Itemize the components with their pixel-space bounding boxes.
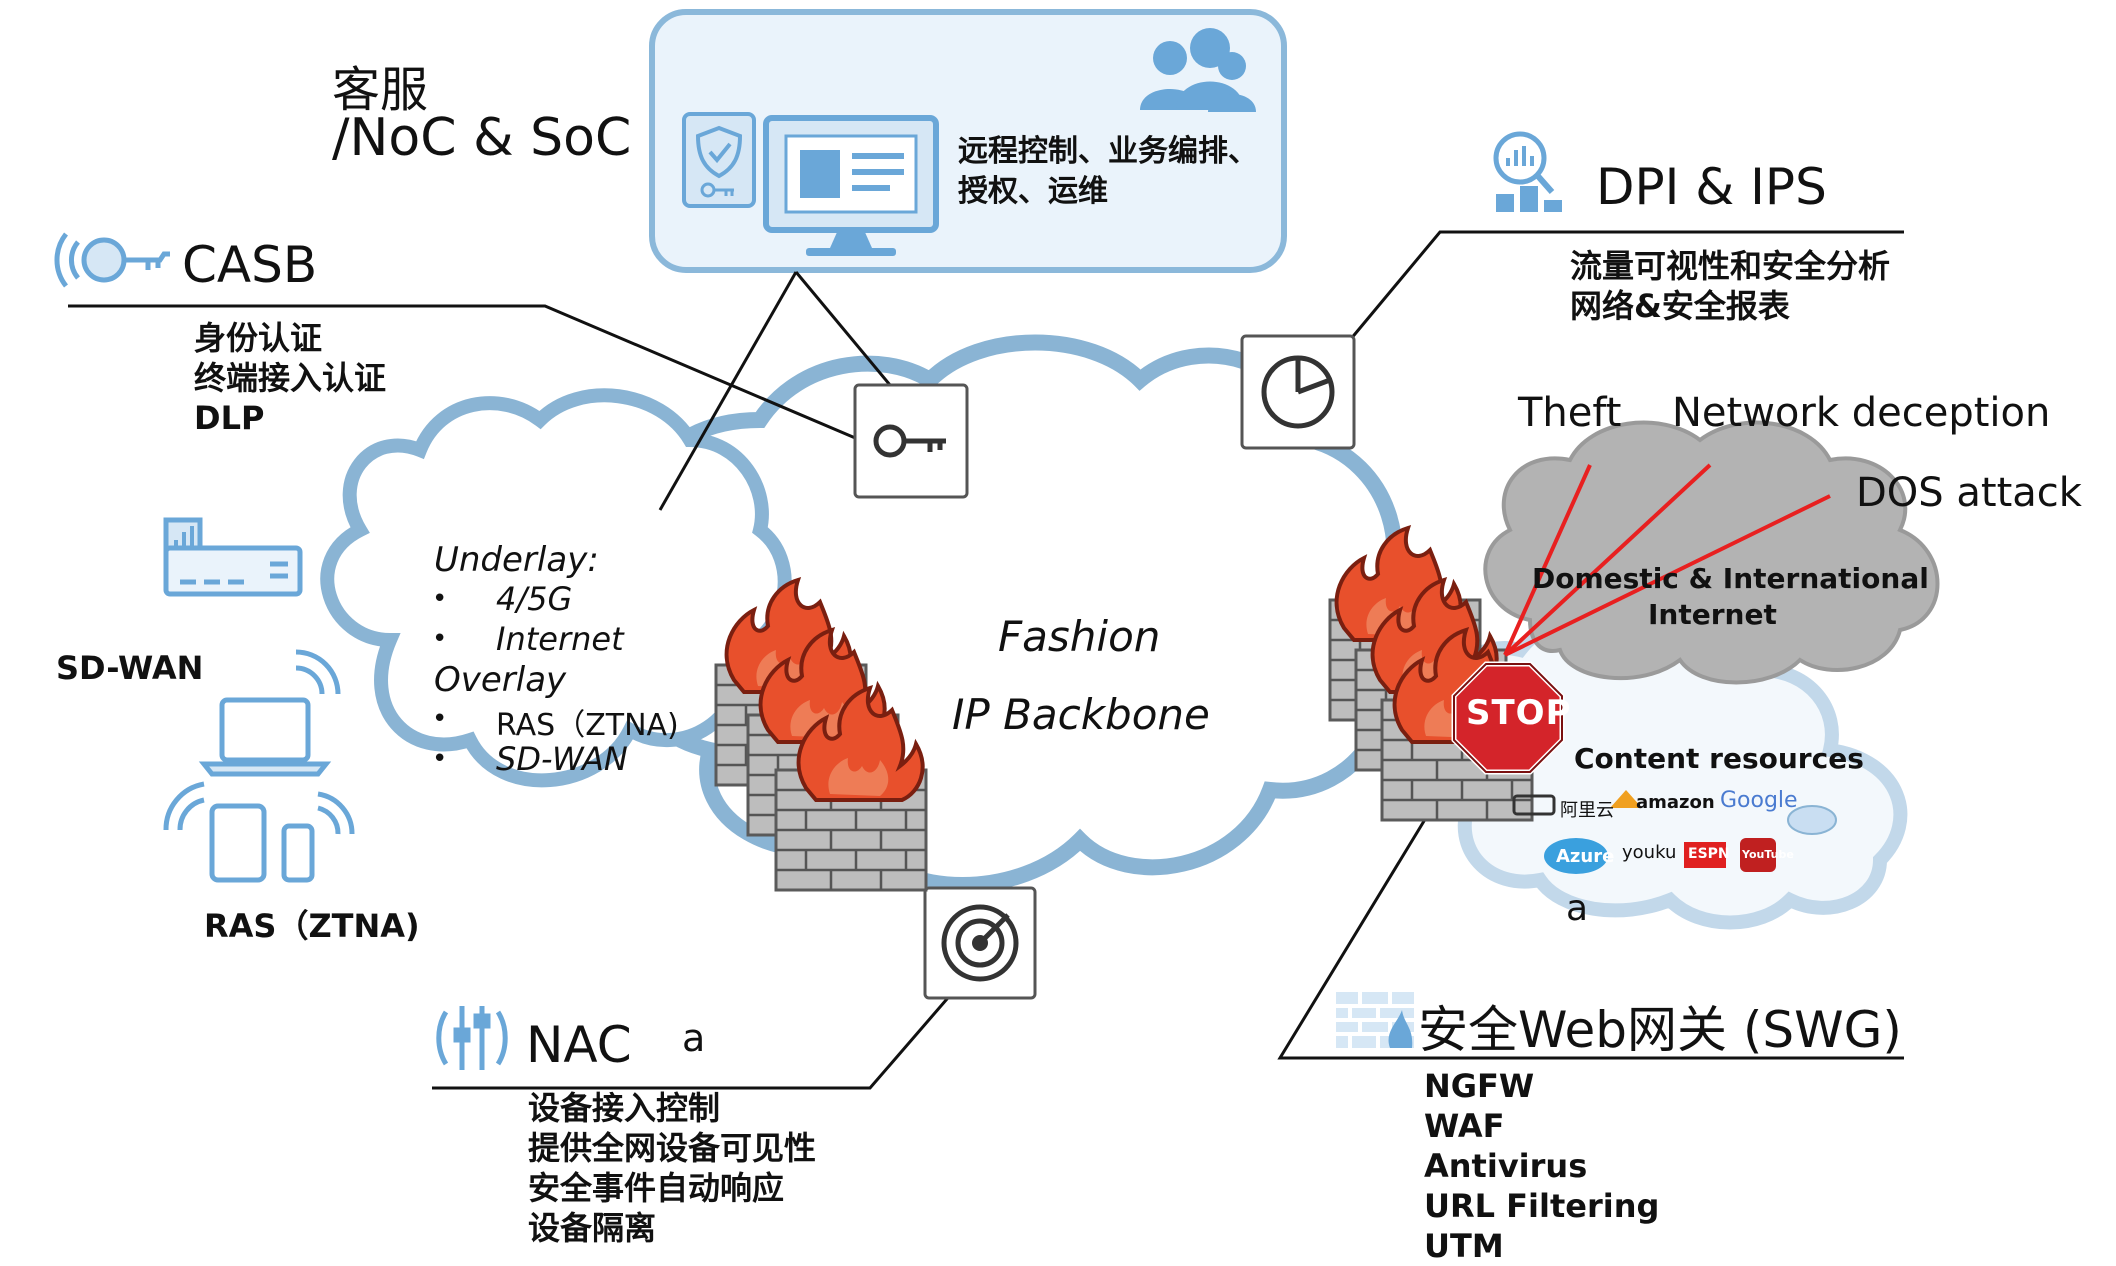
casb-item: DLP	[194, 399, 265, 437]
overlay-title: Overlay	[434, 660, 567, 700]
ras-label: RAS（ZTNA)	[204, 907, 420, 945]
noc-desc-line1: 远程控制、业务编排、	[958, 134, 1258, 169]
noc-title-line1: 客服	[332, 62, 429, 118]
logo-google: Google	[1720, 788, 1798, 813]
threat-theft: Theft	[1518, 390, 1622, 436]
nac-item: 设备接入控制	[528, 1089, 721, 1127]
underlay-title: Underlay:	[434, 540, 599, 580]
content-title: Content resources	[1574, 742, 1864, 775]
swg-firewall-icon	[1336, 992, 1414, 1048]
internet-line2: Internet	[1648, 598, 1777, 631]
nac-sliders-icon	[436, 1006, 508, 1070]
stop-text: STOP	[1466, 693, 1572, 733]
logo-youtube: YouTube	[1742, 848, 1794, 861]
logo-azure: Azure	[1556, 846, 1615, 867]
overlay-item: RAS（ZTNA)	[496, 708, 679, 743]
laptop-icon	[198, 649, 341, 777]
overlay-item: SD-WAN	[496, 740, 628, 778]
logo-youku: youku	[1622, 842, 1677, 863]
swg-item: UTM	[1424, 1227, 1504, 1265]
swg-items: NGFW WAF Antivirus URL Filtering UTM	[1424, 1066, 1659, 1266]
people-icon	[1140, 28, 1256, 112]
magnifier-chart-icon	[1493, 131, 1562, 212]
noc-desc-line2: 授权、运维	[958, 174, 1108, 209]
casb-item: 身份认证	[194, 319, 323, 357]
underlay-item: Internet	[496, 620, 624, 658]
phone-icon	[281, 791, 355, 883]
swg-item: WAF	[1424, 1107, 1505, 1145]
logo-amazon: amazon	[1636, 792, 1715, 813]
dpi-item: 流量可视性和安全分析	[1570, 247, 1891, 285]
radar-icon	[923, 886, 1037, 1000]
stop-sign	[1451, 661, 1565, 775]
swg-item: NGFW	[1424, 1067, 1535, 1105]
bullet: •	[432, 624, 448, 654]
casb-items: 身份认证 终端接入认证 DLP	[194, 318, 386, 438]
key-icon	[853, 383, 969, 499]
nac-title: NAC	[526, 1016, 632, 1074]
nac-item: 安全事件自动响应	[528, 1169, 785, 1207]
threat-lines	[1503, 463, 1831, 657]
content-logos	[1512, 790, 1837, 874]
backbone-line2: IP Backbone	[952, 690, 1210, 739]
noc-title-line2: /NoC & SoC	[332, 108, 632, 168]
monitor-icon	[763, 115, 939, 256]
content-a-label: a	[1566, 888, 1589, 929]
bullet: •	[432, 744, 448, 774]
tablet-icon	[163, 781, 267, 883]
dpi-item: 网络&安全报表	[1570, 287, 1790, 325]
nac-item: 设备隔离	[528, 1209, 657, 1247]
nac-a-label: a	[682, 1016, 706, 1060]
pie-chart-icon	[1240, 334, 1356, 450]
dpi-items: 流量可视性和安全分析 网络&安全报表	[1570, 246, 1890, 326]
threat-dos: DOS attack	[1856, 470, 2082, 516]
shield-key-icon	[682, 112, 756, 208]
backbone-line1: Fashion	[998, 612, 1161, 661]
key-fob-icon	[54, 232, 170, 288]
nac-item: 提供全网设备可见性	[528, 1129, 817, 1167]
logo-aliyun: 阿里云	[1560, 800, 1614, 821]
casb-title: CASB	[182, 236, 318, 294]
swg-item: URL Filtering	[1424, 1187, 1660, 1225]
bullet: •	[432, 704, 448, 734]
internet-line1: Domestic & International	[1532, 562, 1929, 595]
nac-items: 设备接入控制 提供全网设备可见性 安全事件自动响应 设备隔离	[528, 1088, 816, 1248]
swg-item: Antivirus	[1424, 1147, 1588, 1185]
router-icon	[163, 517, 303, 597]
logo-espn: ESPN	[1688, 846, 1730, 862]
dpi-title: DPI & IPS	[1596, 158, 1827, 216]
bullet: •	[432, 584, 448, 614]
sdwan-label: SD-WAN	[56, 649, 204, 687]
casb-item: 终端接入认证	[194, 359, 387, 397]
threat-deception: Network deception	[1672, 390, 2051, 436]
swg-title: 安全Web网关 (SWG)	[1418, 1001, 1902, 1059]
underlay-item: 4/5G	[496, 580, 573, 618]
